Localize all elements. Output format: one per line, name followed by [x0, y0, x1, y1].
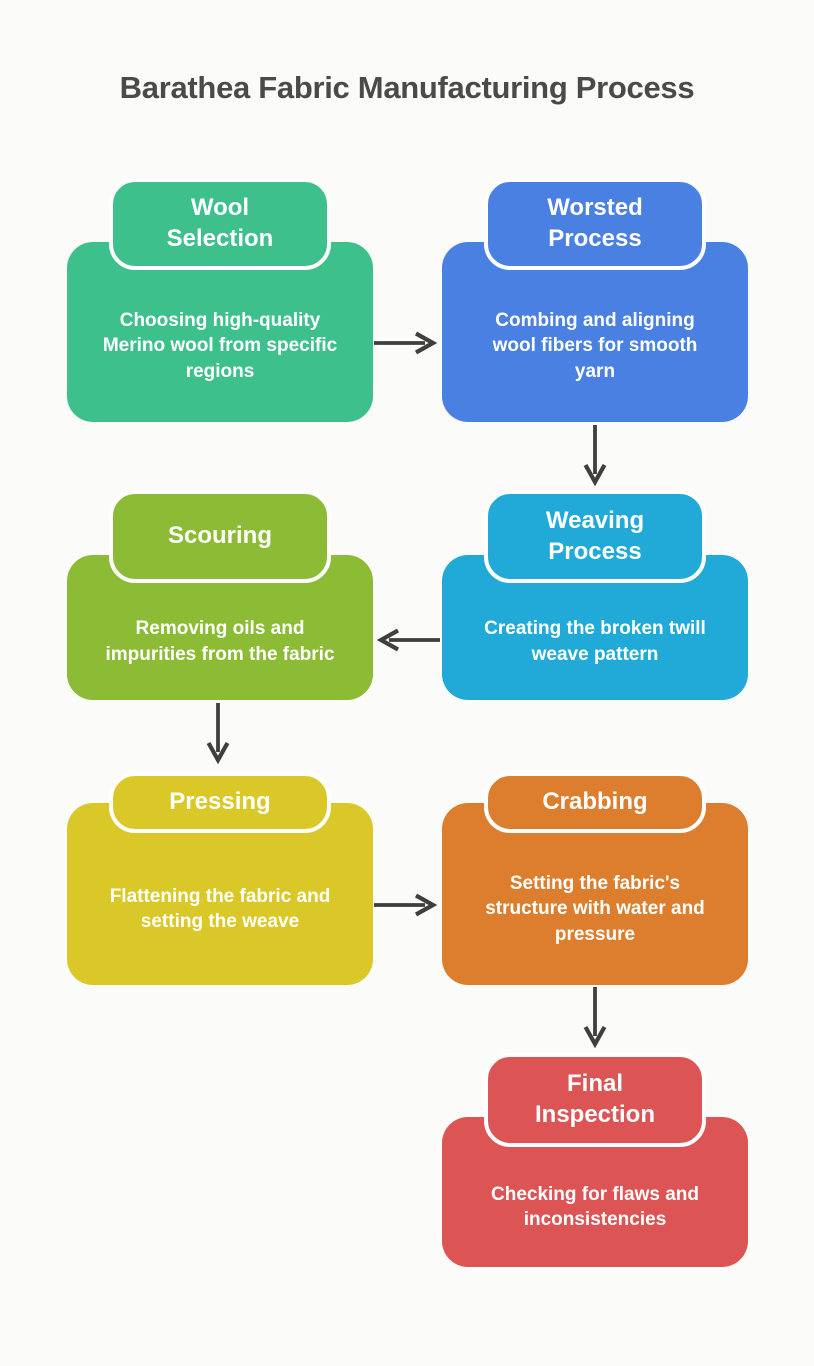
node-title-tab: Final Inspection [484, 1053, 706, 1147]
node-body: Combing and aligning wool fibers for smo… [442, 242, 748, 422]
node-worsted-process: Combing and aligning wool fibers for smo… [442, 178, 748, 422]
node-final-inspection: Checking for flaws and inconsistencies F… [442, 1053, 748, 1267]
arrow-down-crabbing-to-final-icon [581, 986, 609, 1048]
node-description: Choosing high-quality Merino wool from s… [102, 310, 338, 382]
arrow-down-scouring-to-pressing-icon [204, 702, 232, 764]
node-title: Final Inspection [534, 1070, 655, 1128]
arrow-right-pressing-to-crabbing-icon [373, 891, 439, 919]
node-description: Creating the broken twill weave pattern [484, 618, 706, 665]
node-title-tab: Crabbing [484, 772, 706, 833]
node-title: Scouring [167, 522, 272, 550]
arrow-right-wool-to-worsted-icon [373, 329, 439, 357]
node-title-tab: Pressing [109, 772, 331, 833]
node-wool-selection: Choosing high-quality Merino wool from s… [67, 178, 373, 422]
node-crabbing: Setting the fabric's structure with wate… [442, 772, 748, 985]
node-description: Checking for flaws and inconsistencies [491, 1183, 699, 1230]
node-description: Setting the fabric's structure with wate… [485, 873, 705, 945]
node-description: Combing and aligning wool fibers for smo… [492, 310, 698, 382]
node-title: Worsted Process [547, 194, 643, 252]
node-description: Removing oils and impurities from the fa… [105, 618, 335, 665]
node-body: Flattening the fabric and setting the we… [67, 803, 373, 985]
node-title-tab: Scouring [109, 490, 331, 583]
node-body: Choosing high-quality Merino wool from s… [67, 242, 373, 422]
node-body: Setting the fabric's structure with wate… [442, 803, 748, 985]
page-title: Barathea Fabric Manufacturing Process [119, 70, 695, 105]
arrow-down-worsted-to-weaving-icon [581, 424, 609, 486]
node-title: Pressing [169, 788, 271, 816]
node-title-tab: Wool Selection [109, 178, 331, 270]
node-title-tab: Worsted Process [484, 178, 706, 270]
node-title: Wool Selection [166, 194, 274, 252]
arrow-left-weaving-to-scouring-icon [375, 626, 441, 654]
node-weaving-process: Creating the broken twill weave pattern … [442, 490, 748, 700]
node-pressing: Flattening the fabric and setting the we… [67, 772, 373, 985]
node-scouring: Removing oils and impurities from the fa… [67, 490, 373, 700]
node-title: Weaving Process [545, 506, 645, 565]
node-description: Flattening the fabric and setting the we… [109, 885, 331, 932]
node-title-tab: Weaving Process [484, 490, 706, 583]
node-title: Crabbing [542, 788, 648, 816]
